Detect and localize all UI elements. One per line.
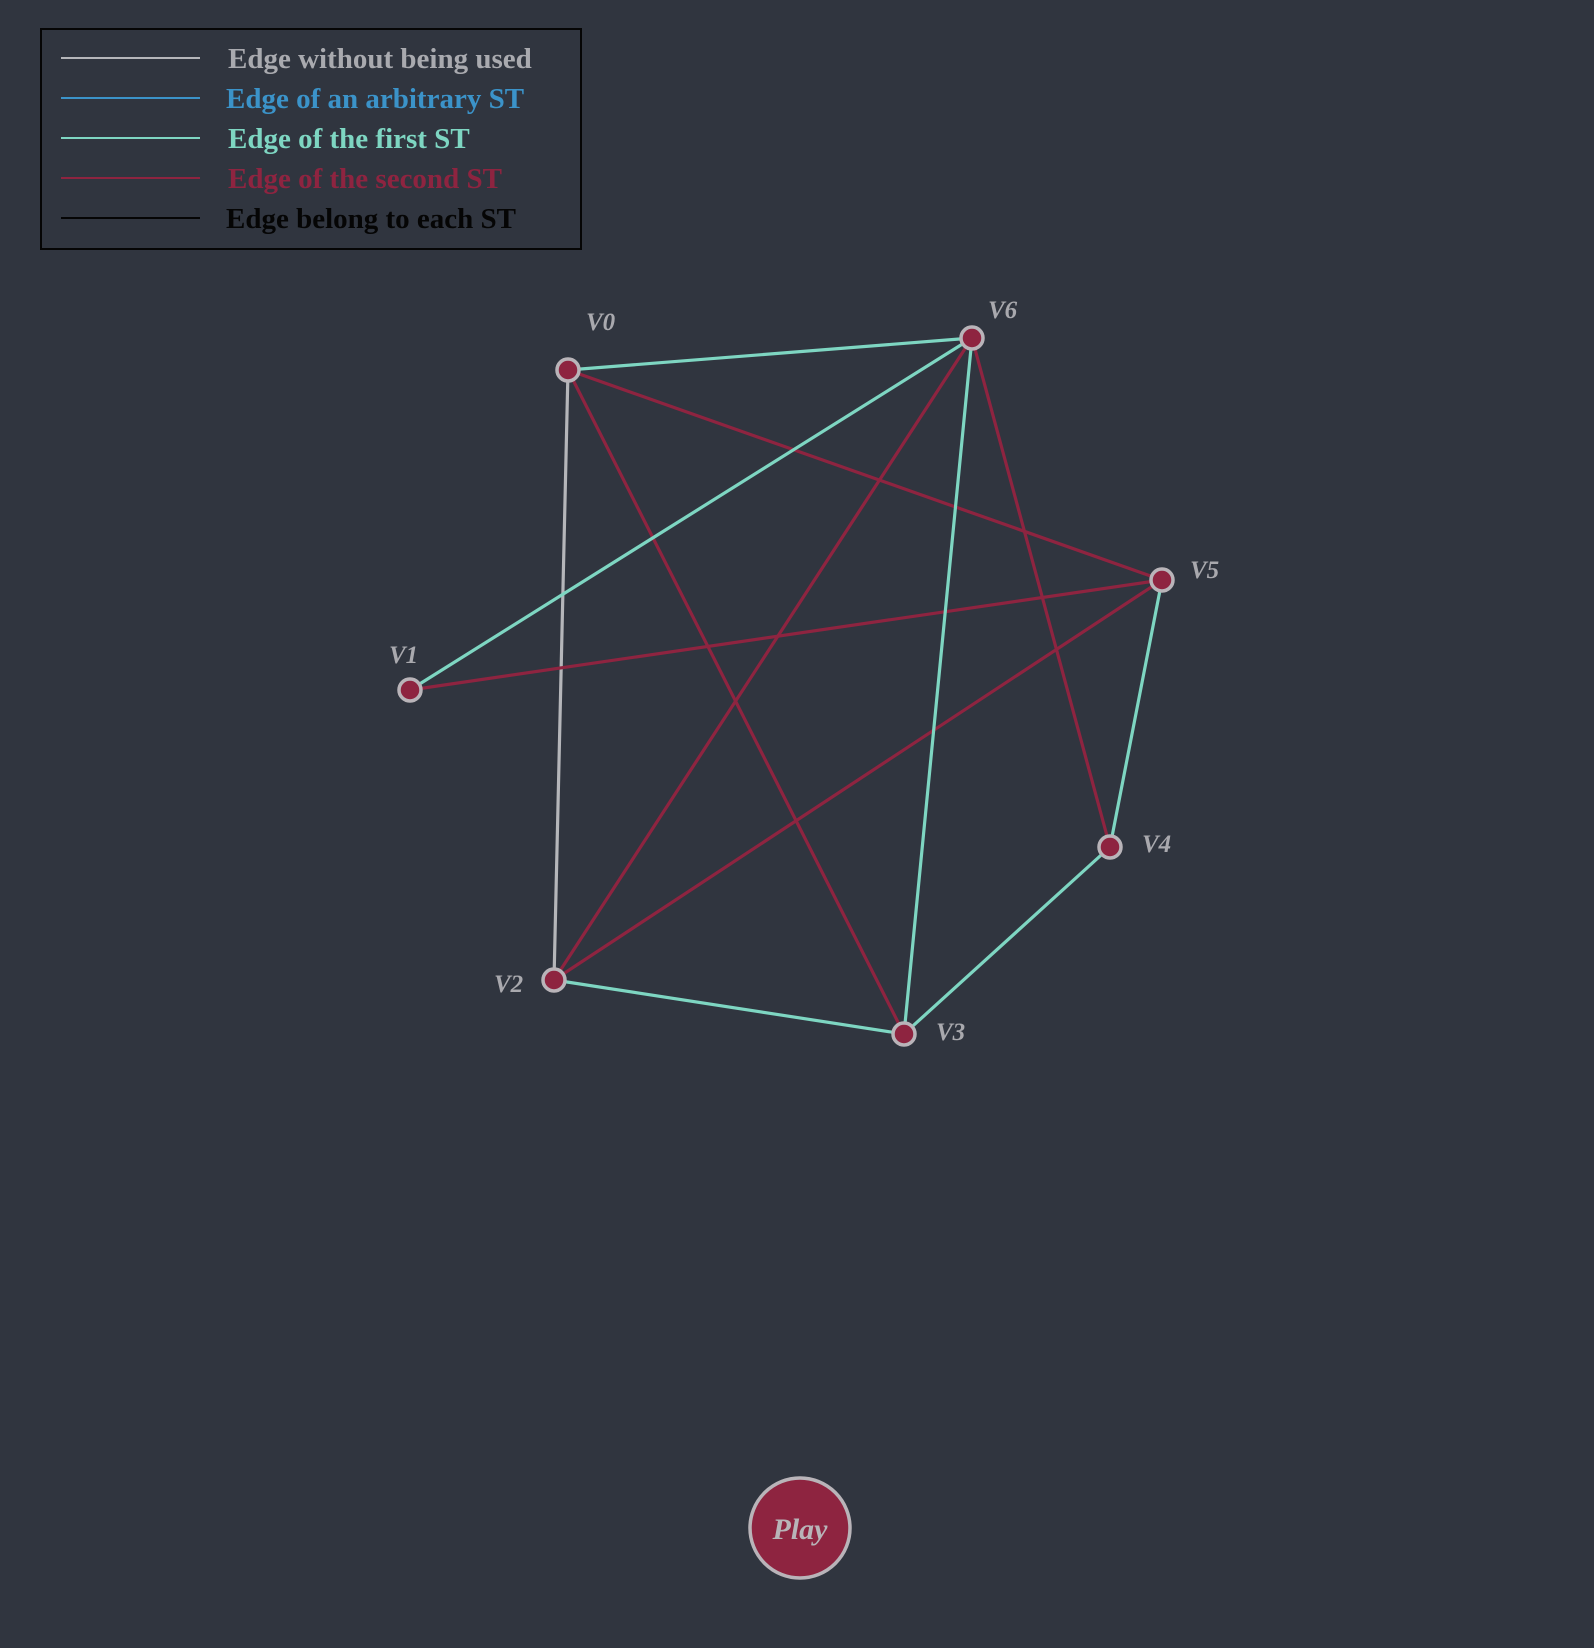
vertex-v2[interactable]: V2 [494, 967, 567, 998]
legend-box [40, 28, 582, 250]
vertex-v4[interactable]: V4 [1097, 831, 1171, 860]
vertex-label: V0 [586, 309, 616, 336]
vertex-v5[interactable]: V5 [1149, 557, 1219, 593]
edge-v2-v5 [552, 578, 1164, 982]
vertex-label: V6 [988, 297, 1018, 324]
legend-item-second: Edge of the second ST [61, 163, 502, 195]
vertex-dot[interactable] [959, 325, 985, 351]
edge-v5-v4 [1108, 578, 1164, 849]
edge-v0-v5 [566, 368, 1164, 582]
vertex-dot[interactable] [891, 1021, 917, 1047]
legend-item-unused: Edge without being used [61, 43, 532, 75]
vertex-dot[interactable] [1149, 567, 1175, 593]
vertex-v0[interactable]: V0 [555, 309, 616, 383]
legend-item-first: Edge of the first ST [61, 123, 470, 155]
vertex-dot[interactable] [397, 677, 423, 703]
vertices-layer: V0 V1 V2 V3 V4 V5 V6 [389, 297, 1219, 1047]
edge-v4-v3 [902, 845, 1112, 1036]
vertex-dot[interactable] [541, 967, 567, 993]
vertex-v3[interactable]: V3 [891, 1019, 965, 1047]
play-button-label[interactable]: Play [772, 1513, 829, 1546]
vertex-label: V3 [936, 1019, 965, 1046]
vertex-v1[interactable]: V1 [389, 642, 423, 703]
edges-layer [408, 336, 1164, 1036]
vertex-label: V1 [389, 642, 418, 669]
vertex-dot[interactable] [555, 357, 581, 383]
edge-v1-v6 [408, 336, 974, 692]
legend-item-each: Edge belong to each ST [61, 203, 516, 235]
edge-v0-v6 [566, 336, 974, 372]
legend-label-each: Edge belong to each ST [226, 203, 516, 235]
legend-label-second: Edge of the second ST [228, 163, 502, 195]
edge-v3-v6 [902, 336, 974, 1036]
legend-item-arbitrary: Edge of an arbitrary ST [61, 83, 524, 115]
edge-v1-v5 [408, 578, 1164, 692]
play-button[interactable]: Play [748, 1476, 852, 1580]
legend: Edge without being used Edge of an arbit… [40, 28, 582, 250]
edge-v2-v6 [552, 336, 974, 982]
legend-label-arbitrary: Edge of an arbitrary ST [226, 83, 524, 115]
edge-v2-v3 [552, 978, 906, 1036]
vertex-v6[interactable]: V6 [959, 297, 1018, 351]
vertex-label: V2 [494, 971, 523, 998]
vertex-dot[interactable] [1097, 834, 1123, 860]
vertex-label: V4 [1142, 831, 1171, 858]
legend-label-unused: Edge without being used [228, 43, 532, 75]
legend-label-first: Edge of the first ST [228, 123, 470, 155]
edge-v6-v4 [970, 336, 1112, 849]
edge-v0-v2 [552, 368, 570, 982]
play-button-circle[interactable] [748, 1476, 852, 1580]
vertex-label: V5 [1190, 557, 1219, 584]
